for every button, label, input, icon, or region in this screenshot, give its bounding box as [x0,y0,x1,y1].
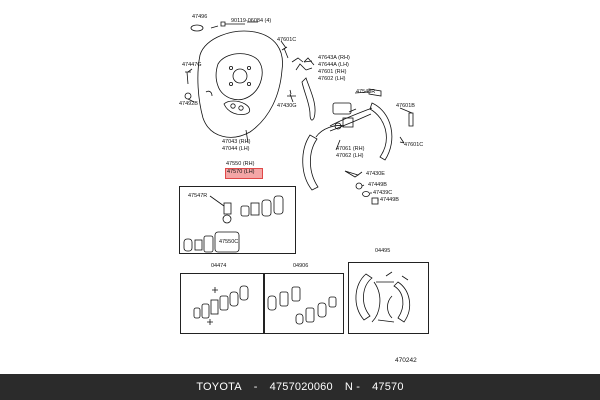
part-47601c-top [281,46,289,59]
label-47601c-top: 47601C [277,37,297,43]
label-47548r: 47548R [356,89,376,95]
shoe-kit-04495-drawing [355,271,411,323]
label-47447g: 47447G [182,62,202,68]
footer-part-number: 4757020060 [269,381,333,393]
label-04906: 04906 [293,263,309,269]
part-47447g [185,71,191,85]
label-47430e: 47430E [366,171,385,177]
part-47492b [184,92,192,100]
backing-plate [197,30,283,138]
wheel-cylinder-exploded [183,195,284,253]
part-47449b-2 [371,197,379,205]
label-47061: 47061 (RH) [336,146,365,152]
part-47601b [408,112,414,127]
label-47601: 47601 (RH) [318,69,347,75]
wheel-cylinder-box [179,186,296,254]
label-90119: 90119-06084 (4) [231,18,272,24]
label-47492b: 47492B [179,101,198,107]
label-47601c-right: 47601C [404,142,424,148]
footer-bar: TOYOTA - 4757020060 N - 47570 [0,374,600,400]
adjuster-levers [291,57,315,71]
footer-separator-1: - [253,381,258,393]
shoe-kit-04495-box [348,262,429,334]
label-47601b: 47601B [396,103,415,109]
label-04495: 04495 [375,248,391,254]
label-47430g: 47430G [277,103,297,109]
label-47043: 47043 (RH) [222,139,251,145]
label-47550c: 47550C [219,239,239,245]
kit-04906-box [263,273,344,334]
part-47449b-1 [355,182,363,190]
kit-04906-drawing [267,286,337,325]
label-47547r: 47547R [188,193,208,199]
part-47430g [287,93,296,103]
kit-04474-drawing [193,285,249,325]
label-47449b-1: 47449B [368,182,387,188]
label-04474: 04474 [211,263,227,269]
diagram-drawing [183,21,414,325]
part-47601c-right [399,136,405,144]
kit-04474-box [180,273,265,334]
label-47496: 47496 [192,14,208,20]
label-47602: 47602 (LH) [318,76,346,82]
parking-lever [301,77,316,121]
part-47439c [362,191,370,197]
label-47550: 47550 (RH) [226,161,255,167]
footer-brand: TOYOTA [196,381,242,393]
highlight-47570 [225,168,263,179]
label-47062: 47062 (LH) [336,153,364,159]
label-47044: 47044 (LH) [222,146,250,152]
label-47449b-2: 47449B [380,197,399,203]
label-47570: 47570 (LH) [227,169,255,175]
footer-separator-2: N - [344,381,361,393]
label-diagram-id: 470242 [395,357,417,364]
plug-47496 [190,24,204,32]
footer-ref-number: 47570 [372,381,404,393]
brake-shoes [302,102,393,191]
label-47439c: 47439C [373,190,393,196]
label-47643a: 47643A (RH) [318,55,350,61]
bolt-90119 [220,21,245,27]
label-47644a: 47644A (LH) [318,62,349,68]
part-47430e [344,170,359,178]
